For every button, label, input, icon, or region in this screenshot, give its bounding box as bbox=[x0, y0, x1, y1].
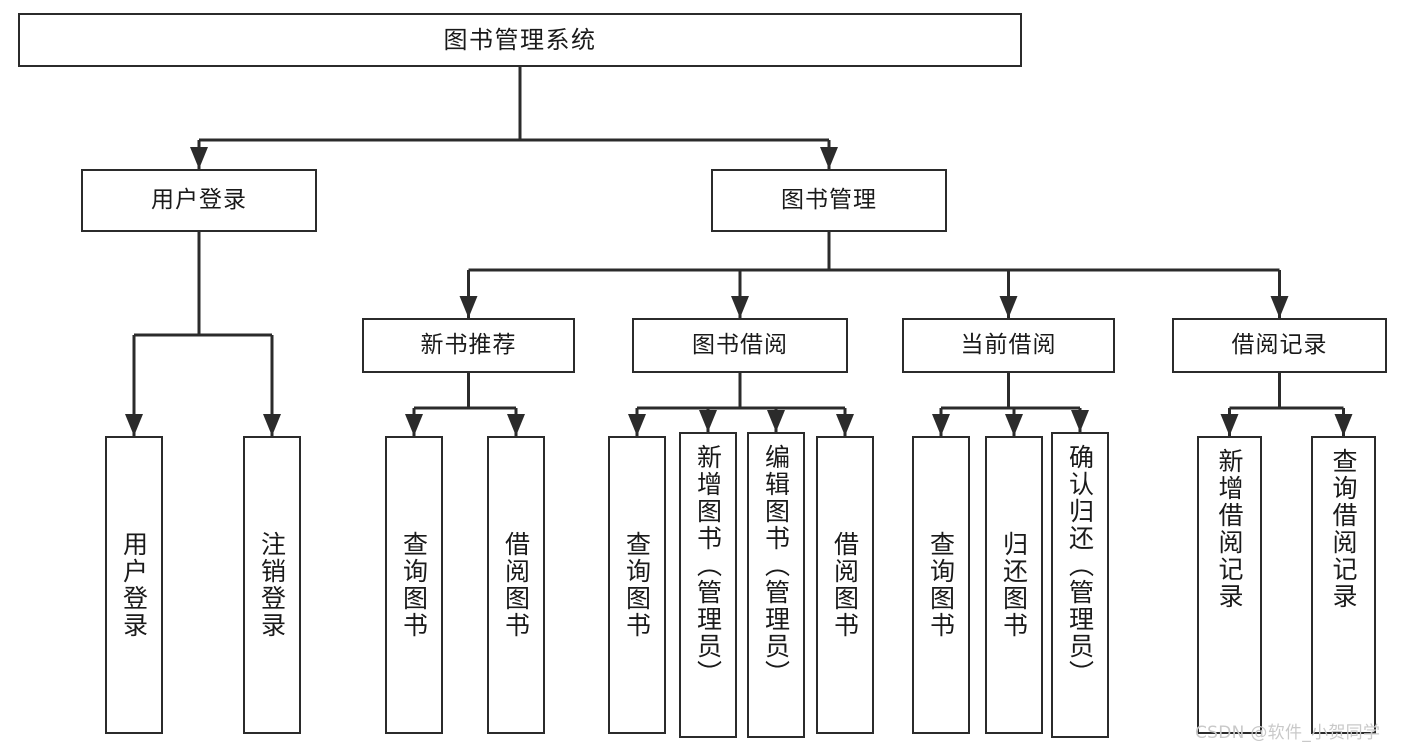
node-label: 图书借阅 bbox=[692, 331, 788, 358]
node-label: 注销登录 bbox=[257, 531, 287, 639]
arrow-head-icon bbox=[820, 147, 838, 169]
arrow-head-icon bbox=[263, 414, 281, 436]
node-leaf-cb-query[interactable]: 查询图书 bbox=[912, 436, 970, 734]
node-label: 图书管理系统 bbox=[443, 25, 597, 54]
node-label: 查询图书 bbox=[399, 531, 429, 639]
node-leaf-br-query[interactable]: 查询借阅记录 bbox=[1311, 436, 1376, 734]
arrow-head-icon bbox=[932, 414, 950, 436]
node-label: 归还图书 bbox=[999, 531, 1029, 639]
node-label: 当前借阅 bbox=[960, 331, 1057, 358]
node-leaf-bb-add[interactable]: 新增图书（管理员） bbox=[679, 432, 737, 738]
node-book-manage[interactable]: 图书管理 bbox=[711, 169, 947, 232]
node-current-borrow[interactable]: 当前借阅 bbox=[902, 318, 1115, 373]
node-label: 新增借阅记录 bbox=[1215, 448, 1244, 610]
node-user-login[interactable]: 用户登录 bbox=[81, 169, 317, 232]
node-label: 查询图书 bbox=[622, 531, 652, 639]
node-label: 图书管理 bbox=[781, 186, 877, 213]
arrow-head-icon bbox=[190, 147, 208, 169]
node-label: 用户登录 bbox=[119, 531, 149, 639]
node-borrow-record[interactable]: 借阅记录 bbox=[1172, 318, 1387, 373]
node-label: 编辑图书（管理员） bbox=[761, 444, 791, 687]
node-leaf-br-add[interactable]: 新增借阅记录 bbox=[1197, 436, 1262, 734]
arrow-head-icon bbox=[999, 296, 1018, 318]
arrow-head-icon bbox=[1334, 414, 1353, 436]
arrow-head-icon bbox=[767, 410, 785, 432]
node-label: 借阅图书 bbox=[501, 531, 531, 639]
node-leaf-cb-confirm[interactable]: 确认归还（管理员） bbox=[1051, 432, 1109, 738]
arrow-head-icon bbox=[1220, 414, 1239, 436]
arrow-head-icon bbox=[1005, 414, 1023, 436]
node-label: 借阅记录 bbox=[1231, 331, 1328, 358]
arrow-head-icon bbox=[628, 414, 646, 436]
node-label: 新书推荐 bbox=[420, 331, 517, 358]
node-label: 借阅图书 bbox=[830, 531, 860, 639]
arrow-head-icon bbox=[699, 410, 717, 432]
node-leaf-rec-borrow[interactable]: 借阅图书 bbox=[487, 436, 545, 734]
node-leaf-bb-edit[interactable]: 编辑图书（管理员） bbox=[747, 432, 805, 738]
node-label: 确认归还（管理员） bbox=[1065, 444, 1095, 687]
node-root[interactable]: 图书管理系统 bbox=[18, 13, 1022, 67]
node-leaf-logout[interactable]: 注销登录 bbox=[243, 436, 301, 734]
arrow-head-icon bbox=[731, 296, 749, 318]
arrow-head-icon bbox=[459, 296, 478, 318]
node-leaf-bb-borrow[interactable]: 借阅图书 bbox=[816, 436, 874, 734]
node-leaf-user-login[interactable]: 用户登录 bbox=[105, 436, 163, 734]
arrow-head-icon bbox=[507, 414, 525, 436]
arrow-head-icon bbox=[125, 414, 143, 436]
node-leaf-bb-query[interactable]: 查询图书 bbox=[608, 436, 666, 734]
node-book-borrow[interactable]: 图书借阅 bbox=[632, 318, 848, 373]
node-label: 查询借阅记录 bbox=[1329, 448, 1358, 610]
node-new-book-rec[interactable]: 新书推荐 bbox=[362, 318, 575, 373]
node-label: 查询图书 bbox=[926, 531, 956, 639]
node-leaf-cb-return[interactable]: 归还图书 bbox=[985, 436, 1043, 734]
node-leaf-rec-query[interactable]: 查询图书 bbox=[385, 436, 443, 734]
arrow-head-icon bbox=[1071, 410, 1089, 432]
node-label: 用户登录 bbox=[151, 186, 247, 213]
arrow-head-icon bbox=[1270, 296, 1289, 318]
node-label: 新增图书（管理员） bbox=[693, 444, 723, 687]
arrow-head-icon bbox=[836, 414, 854, 436]
arrow-head-icon bbox=[405, 414, 423, 436]
